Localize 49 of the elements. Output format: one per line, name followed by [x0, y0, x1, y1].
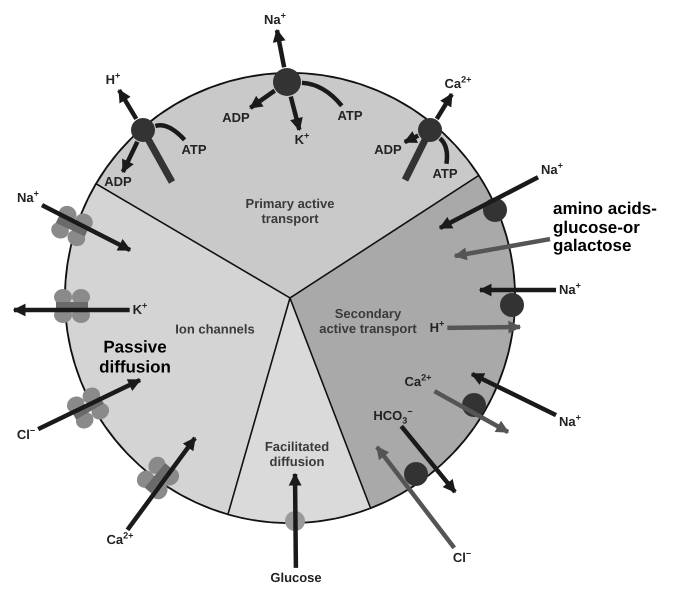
- ion-label: K$^{+}$: [132, 302, 148, 318]
- arrow: [400, 424, 457, 494]
- arrow: [12, 304, 130, 316]
- ion-label: Na$^{+}$: [559, 414, 581, 430]
- arrow: [126, 436, 197, 532]
- ion-label: Cl$^{−}$: [16, 428, 36, 442]
- arrow: [470, 372, 558, 418]
- diffusion-label: Passive diffusion: [98, 337, 172, 377]
- arrow: [288, 96, 303, 132]
- arrow: [249, 88, 276, 110]
- ion-label: Na$^{+}$: [17, 190, 39, 206]
- arrow: [117, 88, 138, 120]
- arrow: [288, 472, 302, 568]
- curved-line: [438, 136, 450, 164]
- ion-label: Ca$^{2+}$: [444, 76, 472, 92]
- arrow: [120, 140, 140, 174]
- arrow: [433, 389, 510, 434]
- molecule-label: ATP: [432, 166, 458, 182]
- sector-label: Primary active transport: [244, 197, 336, 227]
- molecule-label: ATP: [181, 142, 207, 158]
- molecule-label: ADP: [222, 110, 250, 126]
- arrow: [404, 131, 420, 144]
- arrow: [454, 236, 550, 260]
- solute-label: Glucose: [270, 570, 322, 586]
- ion-label: Na$^{+}$: [541, 162, 563, 178]
- ion-label: Na$^{+}$: [559, 282, 581, 298]
- ion-label: Cl$^{−}$: [452, 550, 472, 566]
- arrow: [375, 446, 456, 550]
- ion-label: K$^{+}$: [294, 132, 310, 148]
- ion-label: Na$^{+}$: [264, 12, 286, 28]
- molecule-label: ATP: [337, 108, 363, 124]
- sector-label: Facilitated diffusion: [264, 440, 330, 470]
- sector-label: Secondary active transport: [318, 307, 418, 337]
- ion-label: H$^{+}$: [430, 320, 444, 336]
- arrow: [438, 175, 540, 230]
- arrow: [434, 92, 454, 120]
- arrow: [478, 284, 556, 296]
- ion-label: Ca$^{2+}$: [404, 374, 432, 390]
- ion-label: Ca$^{2+}$: [106, 532, 134, 548]
- solute-label: amino acids-glucose-or galactose: [553, 200, 671, 256]
- sector-label: Ion channels: [174, 322, 256, 338]
- molecule-label: ADP: [104, 174, 132, 190]
- ion-label: H$^{+}$: [106, 72, 120, 88]
- arrow: [37, 378, 142, 432]
- arrow: [272, 28, 286, 68]
- molecule-label: ADP: [374, 142, 402, 158]
- arrow: [447, 320, 522, 334]
- curved-line: [302, 80, 344, 108]
- curved-line: [154, 123, 186, 142]
